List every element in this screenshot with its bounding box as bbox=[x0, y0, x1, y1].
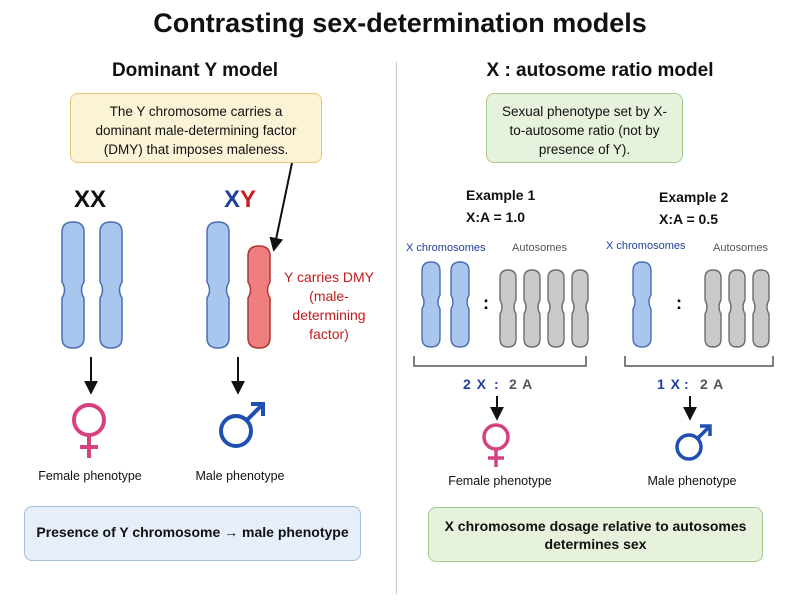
example2-count-sep: : bbox=[684, 376, 690, 392]
left-heading: Dominant Y model bbox=[111, 60, 279, 81]
example1-count-sep: : bbox=[494, 376, 500, 392]
y-callout: Y carries DMY (male-determining factor) bbox=[284, 269, 374, 342]
right-note-text: Sexual phenotype set by X-to-autosome ra… bbox=[501, 104, 668, 157]
example1-count-x: 2 X bbox=[463, 376, 488, 392]
example1-count-a: 2 A bbox=[509, 376, 534, 392]
example2-title: Example 2 bbox=[659, 189, 729, 205]
example2-colon: : bbox=[676, 293, 682, 313]
left-summary-text: Presence of Y chromosome → male phenotyp… bbox=[36, 524, 349, 540]
example2-phenotype: Male phenotype bbox=[647, 474, 737, 488]
female-phenotype-label-left: Female phenotype bbox=[38, 469, 142, 483]
xy-label-x: X bbox=[223, 186, 240, 213]
example1-title: Example 1 bbox=[466, 187, 536, 203]
male-symbol-icon bbox=[219, 402, 265, 448]
left-note-box: The Y chromosome carries a dominant male… bbox=[70, 93, 322, 163]
example2-count-a: 2 A bbox=[700, 376, 725, 392]
male-symbol-icon bbox=[675, 424, 712, 461]
right-summary-box: X chromosome dosage relative to autosome… bbox=[428, 507, 763, 562]
xy-label: XY bbox=[200, 186, 280, 214]
xy-label-y: Y bbox=[240, 186, 257, 213]
page-title: Contrasting sex-determination models bbox=[153, 8, 647, 38]
example1-colon: : bbox=[483, 293, 489, 313]
example2-count-x: 1 X bbox=[657, 376, 682, 392]
xx-chromosome-1 bbox=[61, 221, 85, 349]
example2-autosomes bbox=[704, 269, 770, 348]
example1-a-label: Autosomes bbox=[512, 242, 568, 254]
right-heading: X : autosome ratio model bbox=[486, 60, 714, 81]
female-symbol-icon bbox=[482, 423, 510, 467]
example2-ratio: X:A = 0.5 bbox=[659, 211, 719, 227]
example2-bracket bbox=[624, 356, 774, 367]
xx-chromosome-2 bbox=[99, 221, 123, 349]
left-note-text: The Y chromosome carries a dominant male… bbox=[95, 104, 297, 157]
column-divider bbox=[396, 62, 397, 594]
example1-phenotype: Female phenotype bbox=[448, 474, 552, 488]
callout-arrow-icon bbox=[269, 162, 293, 252]
example1-x-label: X chromosomes bbox=[406, 242, 486, 254]
example1-x-chromosome-2 bbox=[450, 261, 470, 348]
y-chromosome bbox=[247, 245, 271, 349]
x-chromosome-male bbox=[206, 221, 230, 349]
example1-x-chromosome-1 bbox=[421, 261, 441, 348]
example2-x-label: X chromosomes bbox=[606, 240, 686, 252]
female-symbol-icon bbox=[72, 403, 106, 458]
right-note-box: Sexual phenotype set by X-to-autosome ra… bbox=[486, 93, 683, 163]
example1-autosomes bbox=[499, 269, 589, 348]
example2-a-label: Autosomes bbox=[713, 242, 769, 254]
example2-x-chromosome bbox=[632, 261, 652, 348]
example1-ratio: X:A = 1.0 bbox=[466, 209, 526, 225]
left-summary-box: Presence of Y chromosome → male phenotyp… bbox=[24, 506, 361, 561]
example1-bracket bbox=[413, 356, 587, 367]
xx-label: XX bbox=[73, 186, 106, 213]
right-summary-text: X chromosome dosage relative to autosome… bbox=[444, 518, 747, 552]
male-phenotype-label-left: Male phenotype bbox=[195, 469, 285, 483]
